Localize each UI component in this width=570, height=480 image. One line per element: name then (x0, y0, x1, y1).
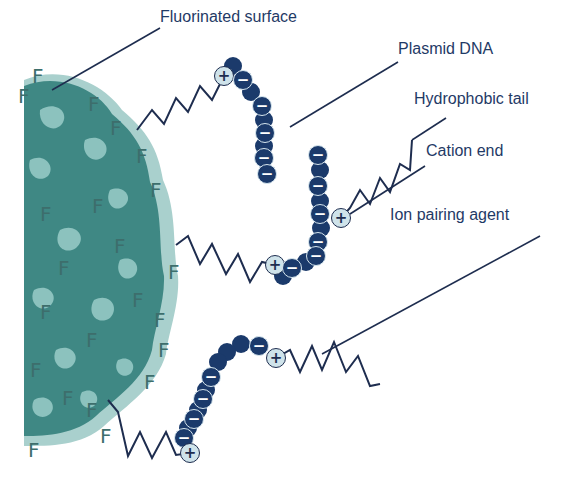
callout-label: Fluorinated surface (160, 8, 297, 26)
fluorine-symbol: F (158, 340, 170, 360)
callout-label: Plasmid DNA (398, 40, 493, 58)
surface-halo (24, 74, 178, 446)
fluorine-symbol: F (132, 290, 144, 310)
callout-label: Ion pairing agent (390, 206, 509, 224)
charge-sign: − (205, 370, 218, 385)
charge-sign: + (184, 446, 197, 461)
charge-sign: − (253, 339, 266, 354)
charge-circle: − (201, 367, 221, 387)
charge-sign: + (335, 211, 348, 226)
fluorine-symbol: F (32, 66, 44, 86)
fluorine-symbol: F (136, 146, 148, 166)
charge-circle: − (233, 70, 253, 90)
charge-sign: − (310, 249, 323, 264)
charge-circle: − (308, 145, 328, 165)
charge-sign: − (237, 73, 250, 88)
callout-label: Cation end (426, 142, 503, 160)
charge-sign: − (188, 412, 201, 427)
callout-label: Hydrophobic tail (414, 90, 529, 108)
fluorine-symbol: F (18, 86, 30, 106)
fluorine-symbol: F (144, 372, 156, 392)
charge-sign: − (314, 207, 327, 222)
charge-circle: − (255, 123, 275, 143)
fluorine-symbol: F (40, 302, 52, 322)
fluorine-symbol: F (100, 426, 112, 446)
fluorine-symbol: F (110, 118, 122, 138)
charge-sign: − (312, 179, 325, 194)
charge-sign: − (286, 261, 299, 276)
charge-sign: − (261, 167, 274, 182)
charge-sign: − (259, 126, 272, 141)
charge-circle: − (306, 246, 326, 266)
fluorine-symbol: F (86, 400, 98, 420)
hydrophobic-tails (108, 76, 412, 458)
fluorine-symbol: F (30, 360, 42, 380)
fluorine-symbol: F (58, 258, 70, 278)
charge-circle: + (266, 348, 286, 368)
fluorine-symbol: F (154, 310, 166, 330)
fluorine-symbol: F (168, 262, 180, 282)
charge-circle: − (308, 176, 328, 196)
fluorine-symbol: F (150, 180, 162, 200)
charge-sign: + (218, 69, 231, 84)
fluorine-symbol: F (86, 330, 98, 350)
charge-circle: + (180, 443, 200, 463)
fluorine-symbol: F (62, 388, 74, 408)
fluorine-symbol: F (28, 440, 40, 460)
surface-texture (29, 106, 137, 417)
charge-circle: + (214, 66, 234, 86)
leader-lines (52, 28, 540, 354)
fluorine-symbol: F (88, 94, 100, 114)
charge-sign: + (270, 351, 283, 366)
fluorine-symbol: F (40, 204, 52, 224)
fluorinated-particle (24, 81, 164, 436)
charge-circle: − (257, 164, 277, 184)
charge-circle: − (252, 96, 272, 116)
charge-sign: − (197, 392, 210, 407)
charge-sign: − (256, 99, 269, 114)
charge-sign: − (312, 148, 325, 163)
fluorine-symbol: F (114, 236, 126, 256)
fluorine-symbol: F (92, 196, 104, 216)
dna-beads (179, 57, 330, 437)
charge-circle: − (282, 258, 302, 278)
charge-circle: − (184, 409, 204, 429)
charge-circle: − (310, 204, 330, 224)
charge-sign: + (269, 258, 282, 273)
charge-circle: − (193, 389, 213, 409)
charge-circle: + (331, 208, 351, 228)
